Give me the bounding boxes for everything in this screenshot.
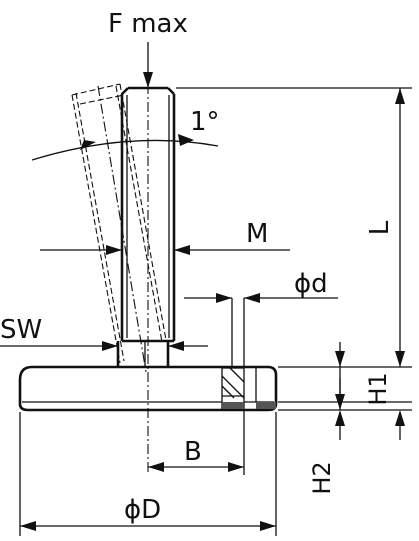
recess-height-dimension (278, 378, 412, 440)
tilted-stud-outline (71, 83, 167, 373)
angle-dimension (31, 134, 219, 161)
thread-label: M (246, 219, 268, 249)
base-height-label: H1 (364, 372, 392, 405)
offset-label: B (184, 437, 202, 467)
wrench-size-dimension (0, 341, 208, 351)
hex-neck (116, 341, 170, 367)
recess-height-label: H2 (308, 461, 336, 494)
angle-label: 1° (190, 107, 220, 137)
thread-dimension (40, 245, 290, 255)
base-diameter-dimension (19, 412, 277, 536)
load-label: F max (108, 9, 188, 39)
base-diameter-label: ϕD (124, 495, 161, 525)
length-dimension (176, 87, 412, 368)
offset-dimension (148, 410, 245, 475)
base-plate (18, 365, 278, 412)
wrench-size-label: SW (0, 315, 42, 345)
threaded-stud (120, 86, 176, 343)
hole-diameter-label: ϕd (294, 269, 328, 299)
length-label: L (365, 220, 395, 235)
load-arrow (143, 42, 153, 88)
hole-diameter-dimension (184, 293, 338, 368)
